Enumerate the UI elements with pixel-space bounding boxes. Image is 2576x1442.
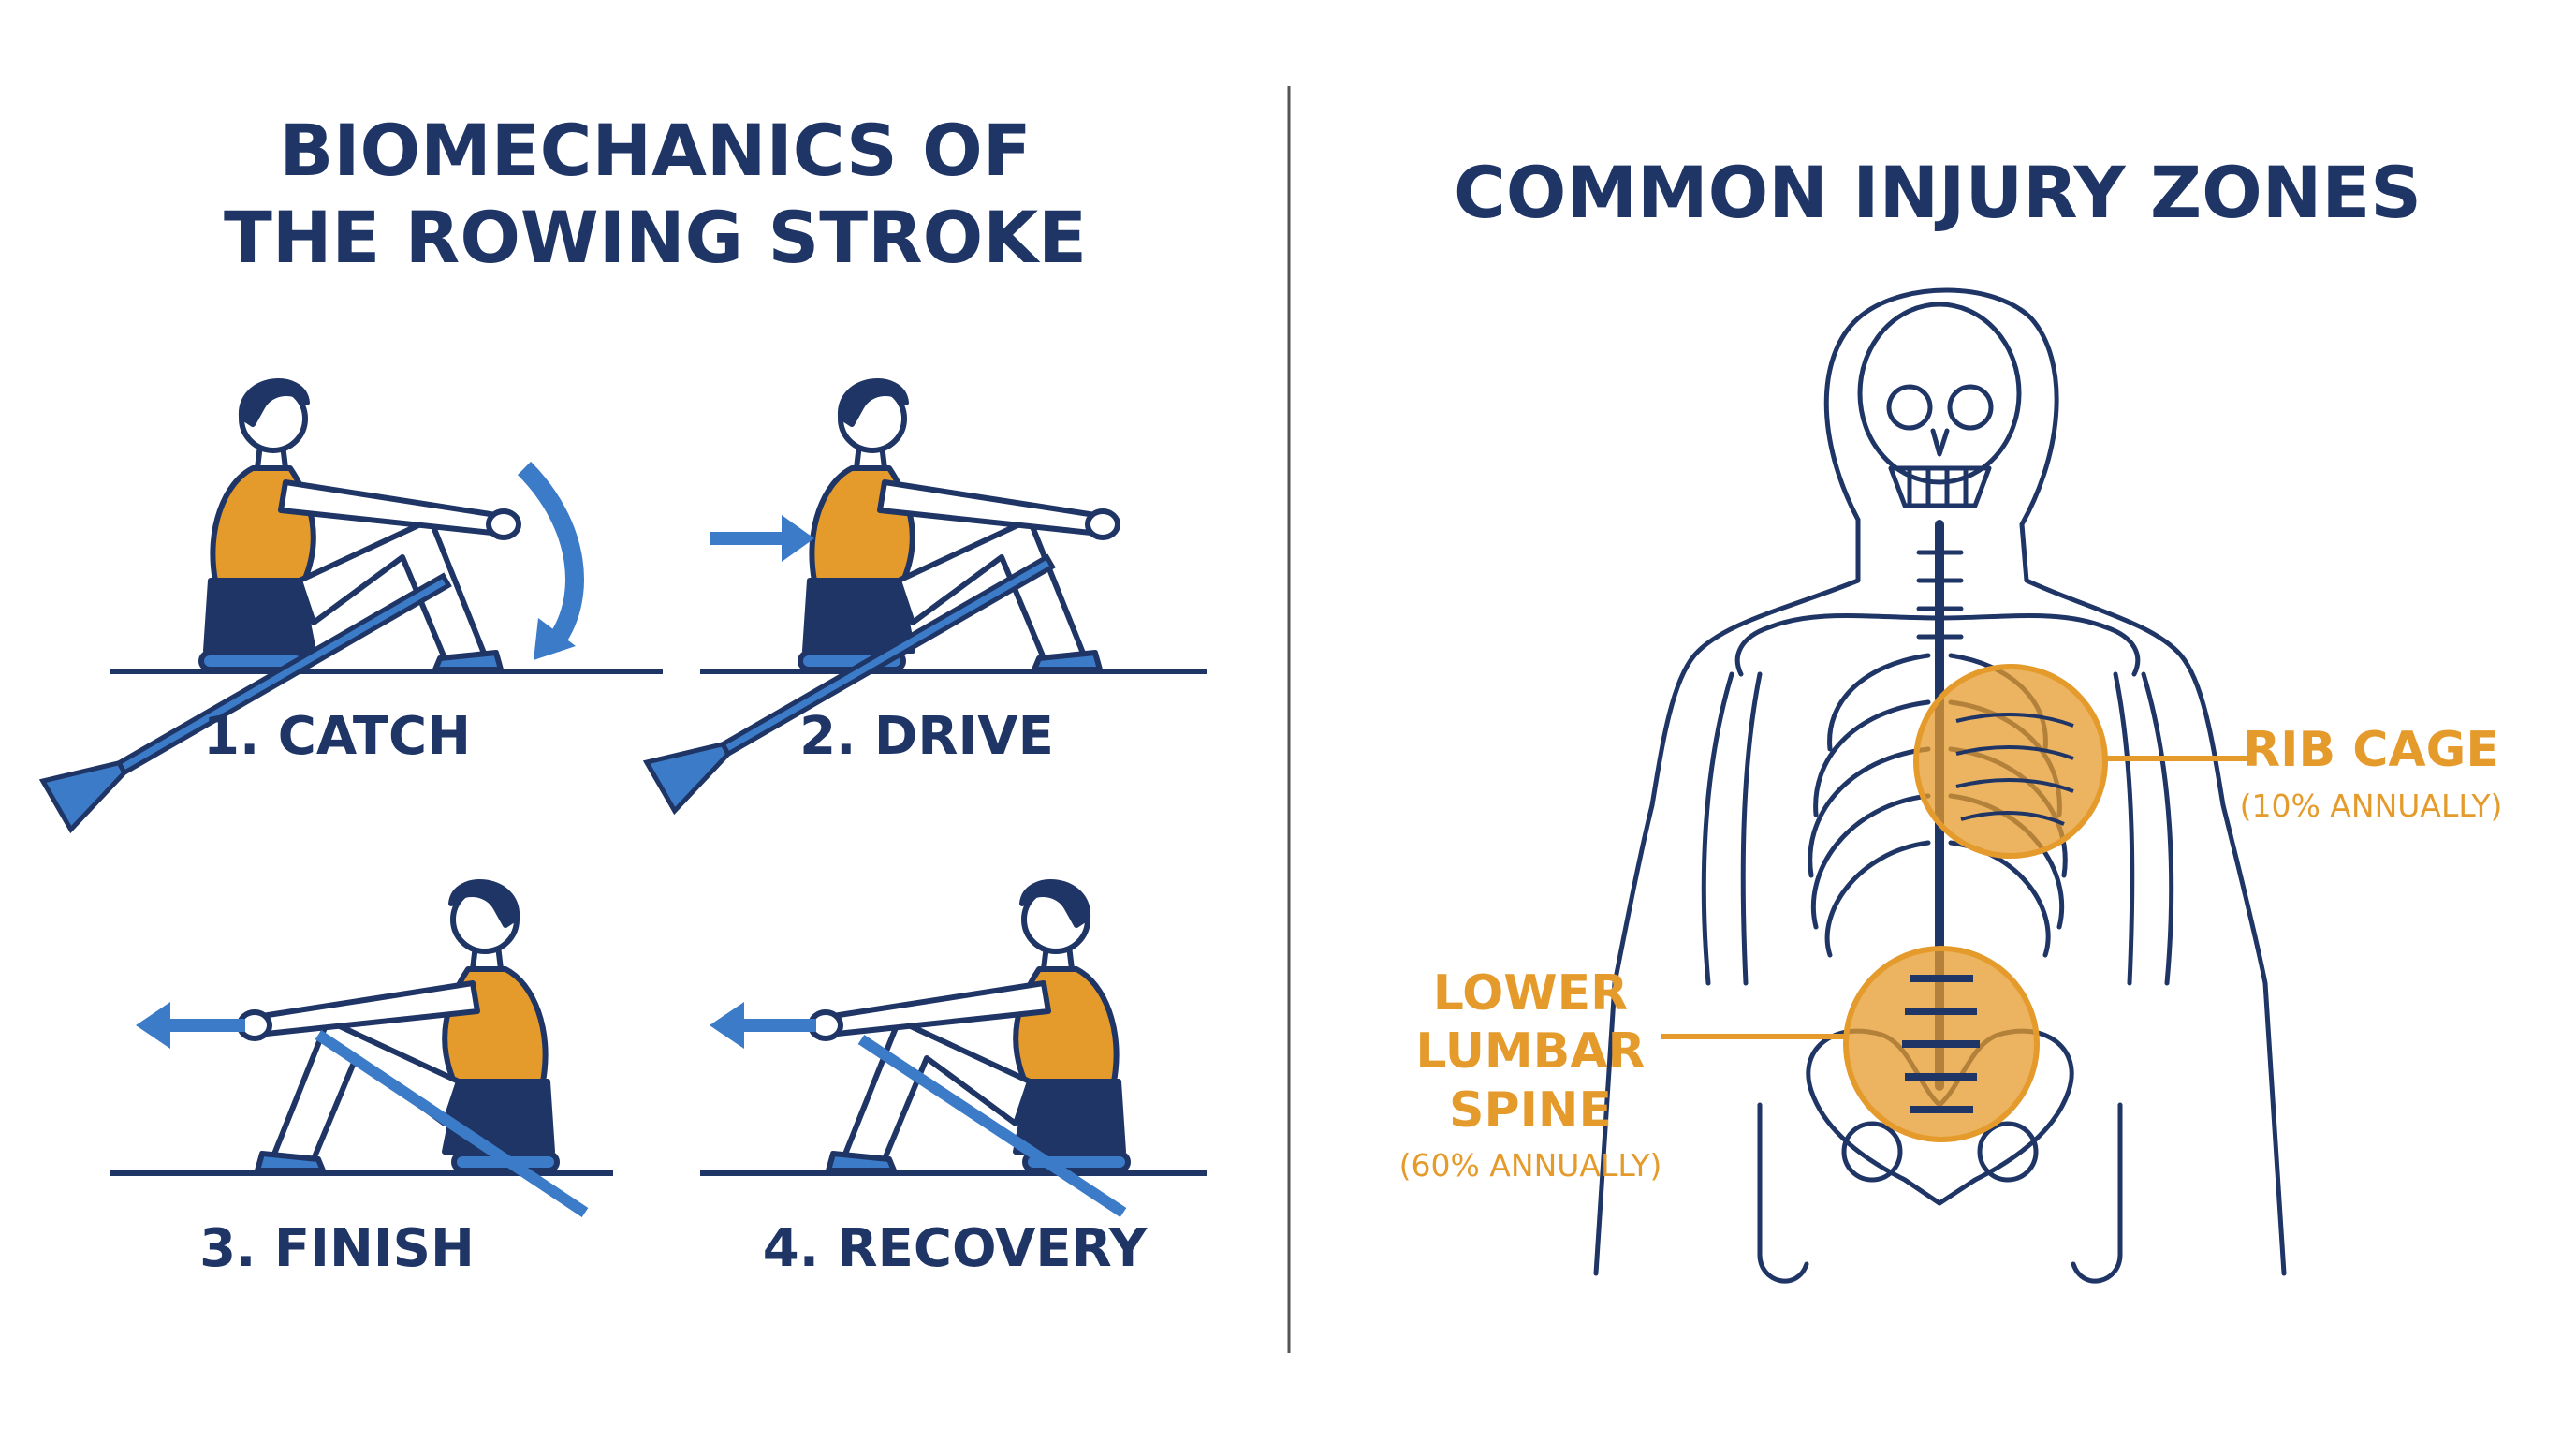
step-label-drive: 2. DRIVE [799,706,1054,767]
lumbar-rate: (60% ANNUALLY) [1399,1147,1662,1184]
arrow-icon [517,461,584,653]
left-title-line-1: BIOMECHANICS OF [279,109,1031,192]
arrow-icon [782,515,814,562]
step-label-recovery: 4. RECOVERY [763,1218,1149,1279]
step-drive: 2. DRIVE [647,381,1208,811]
rower-figure [240,882,557,1170]
step-label-catch: 1. CATCH [203,706,471,767]
rib-cage-label: RIB CAGE [2243,722,2499,778]
lumbar-label-line-3: SPINE [1449,1082,1612,1139]
rib-cage-zone: RIB CAGE (10% ANNUALLY) [1913,664,2503,859]
step-recovery: 4. RECOVERY [700,882,1208,1279]
vertebrae-detail [1902,975,1980,1113]
step-finish: 3. FINISH [110,882,613,1279]
arrow-icon [534,618,576,660]
oar-icon [857,1034,1127,1218]
arrow-icon [710,1002,744,1049]
lumbar-zone: LOWER LUMBAR SPINE (60% ANNUALLY) [1399,946,2040,1184]
step-catch: 1. CATCH [43,381,663,830]
rib-cage-rate: (10% ANNUALLY) [2240,787,2503,824]
lumbar-label-line-2: LUMBAR [1415,1023,1645,1080]
arrow-icon [136,1002,170,1049]
step-label-finish: 3. FINISH [199,1218,475,1279]
ribs-detail [1955,713,2074,826]
rib-cage-highlight [1913,664,2108,859]
rower-figure [811,882,1128,1170]
lumbar-label-line-1: LOWER [1433,965,1628,1022]
oar-icon [315,1030,589,1217]
right-title: COMMON INJURY ZONES [1454,151,2422,234]
left-title-line-2: THE ROWING STROKE [224,196,1087,279]
rower-figure [800,381,1118,670]
